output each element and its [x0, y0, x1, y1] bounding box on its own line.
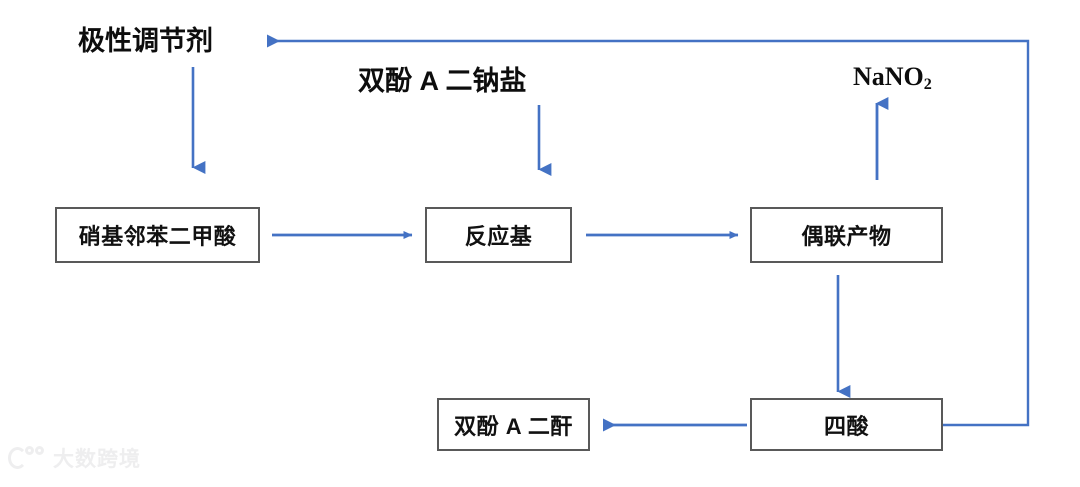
node-nitrophthalic-acid[interactable]: 硝基邻苯二甲酸: [55, 207, 260, 263]
sodium-nitrite-subscript: 2: [923, 75, 932, 93]
label-bpa-disodium-salt: 双酚 A 二钠盐: [358, 66, 527, 96]
node-bpada-dianhydride[interactable]: 双酚 A 二酐: [437, 398, 590, 451]
node-label-bpada-dianhydride: 双酚 A 二酐: [454, 413, 573, 439]
circles-logo-icon: [8, 445, 46, 471]
watermark: 大数跨境: [8, 443, 141, 473]
edge-tetra-acid-recycle-to-polarity-modifier: [267, 34, 1030, 427]
label-sodium-nitrite: NaNO2: [853, 62, 932, 93]
node-reactive-group[interactable]: 反应基: [425, 207, 572, 263]
node-coupling-product[interactable]: 偶联产物: [750, 207, 943, 263]
watermark-text: 大数跨境: [53, 448, 141, 471]
label-polarity-modifier: 极性调节剂: [78, 26, 213, 56]
node-label-tetra-acid: 四酸: [823, 413, 869, 439]
node-label-nitrophthalic-acid: 硝基邻苯二甲酸: [78, 224, 237, 249]
sodium-nitrite-formula: NaNO: [853, 62, 924, 91]
node-label-coupling-product: 偶联产物: [801, 224, 892, 249]
node-label-reactive-group: 反应基: [464, 224, 533, 249]
node-tetra-acid[interactable]: 四酸: [750, 398, 943, 451]
